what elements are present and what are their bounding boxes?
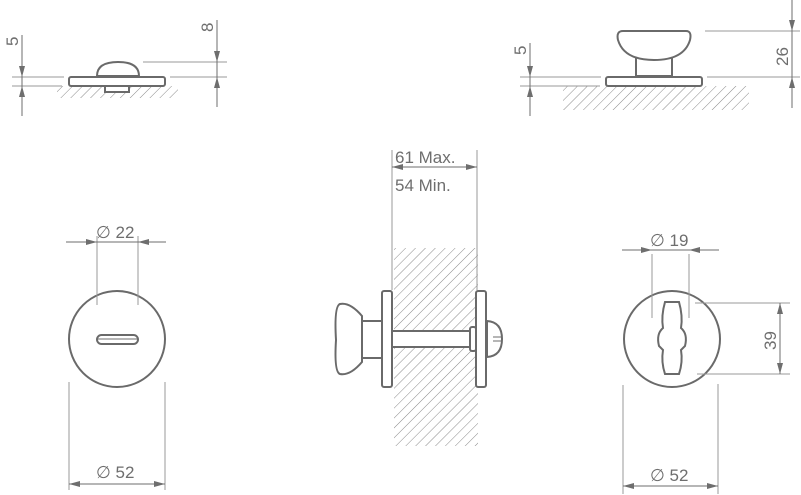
screw-head <box>486 319 504 359</box>
side-view-thumbturn-escutcheon: 5 8 <box>3 20 227 116</box>
dim-max-door-thickness: 61 Max. <box>395 148 455 167</box>
dim-min-door-thickness: 54 Min. <box>395 176 451 195</box>
knob <box>334 302 363 376</box>
knob-head <box>616 30 692 62</box>
plate <box>68 76 166 87</box>
rose-right <box>475 290 487 388</box>
dim-plate-thickness: 5 <box>3 37 22 46</box>
rose-left <box>381 290 393 388</box>
section-view: 61 Max. 54 Min. <box>334 148 504 446</box>
dim-knob-length: 39 <box>761 331 780 350</box>
dim-height: 8 <box>198 23 217 32</box>
dim-plate-thickness: 5 <box>511 46 530 55</box>
dim-rose-diameter: ∅ 52 <box>96 463 134 482</box>
dim-slot-diameter: ∅ 22 <box>96 223 134 242</box>
side-view-knob: 5 26 <box>511 0 800 116</box>
front-view-knob: ∅ 19 39 ∅ 52 <box>622 231 790 494</box>
spindle <box>391 330 473 348</box>
knob-neck <box>361 320 383 359</box>
dim-knob-diameter: ∅ 19 <box>650 231 688 250</box>
thumbturn <box>657 301 687 375</box>
wall-hatch <box>563 86 749 110</box>
front-view-escutcheon: ∅ 22 ∅ 52 <box>66 223 166 490</box>
dim-rose-diameter: ∅ 52 <box>650 466 688 485</box>
dome <box>95 60 141 77</box>
dim-height: 26 <box>773 47 792 66</box>
plate <box>605 76 703 87</box>
